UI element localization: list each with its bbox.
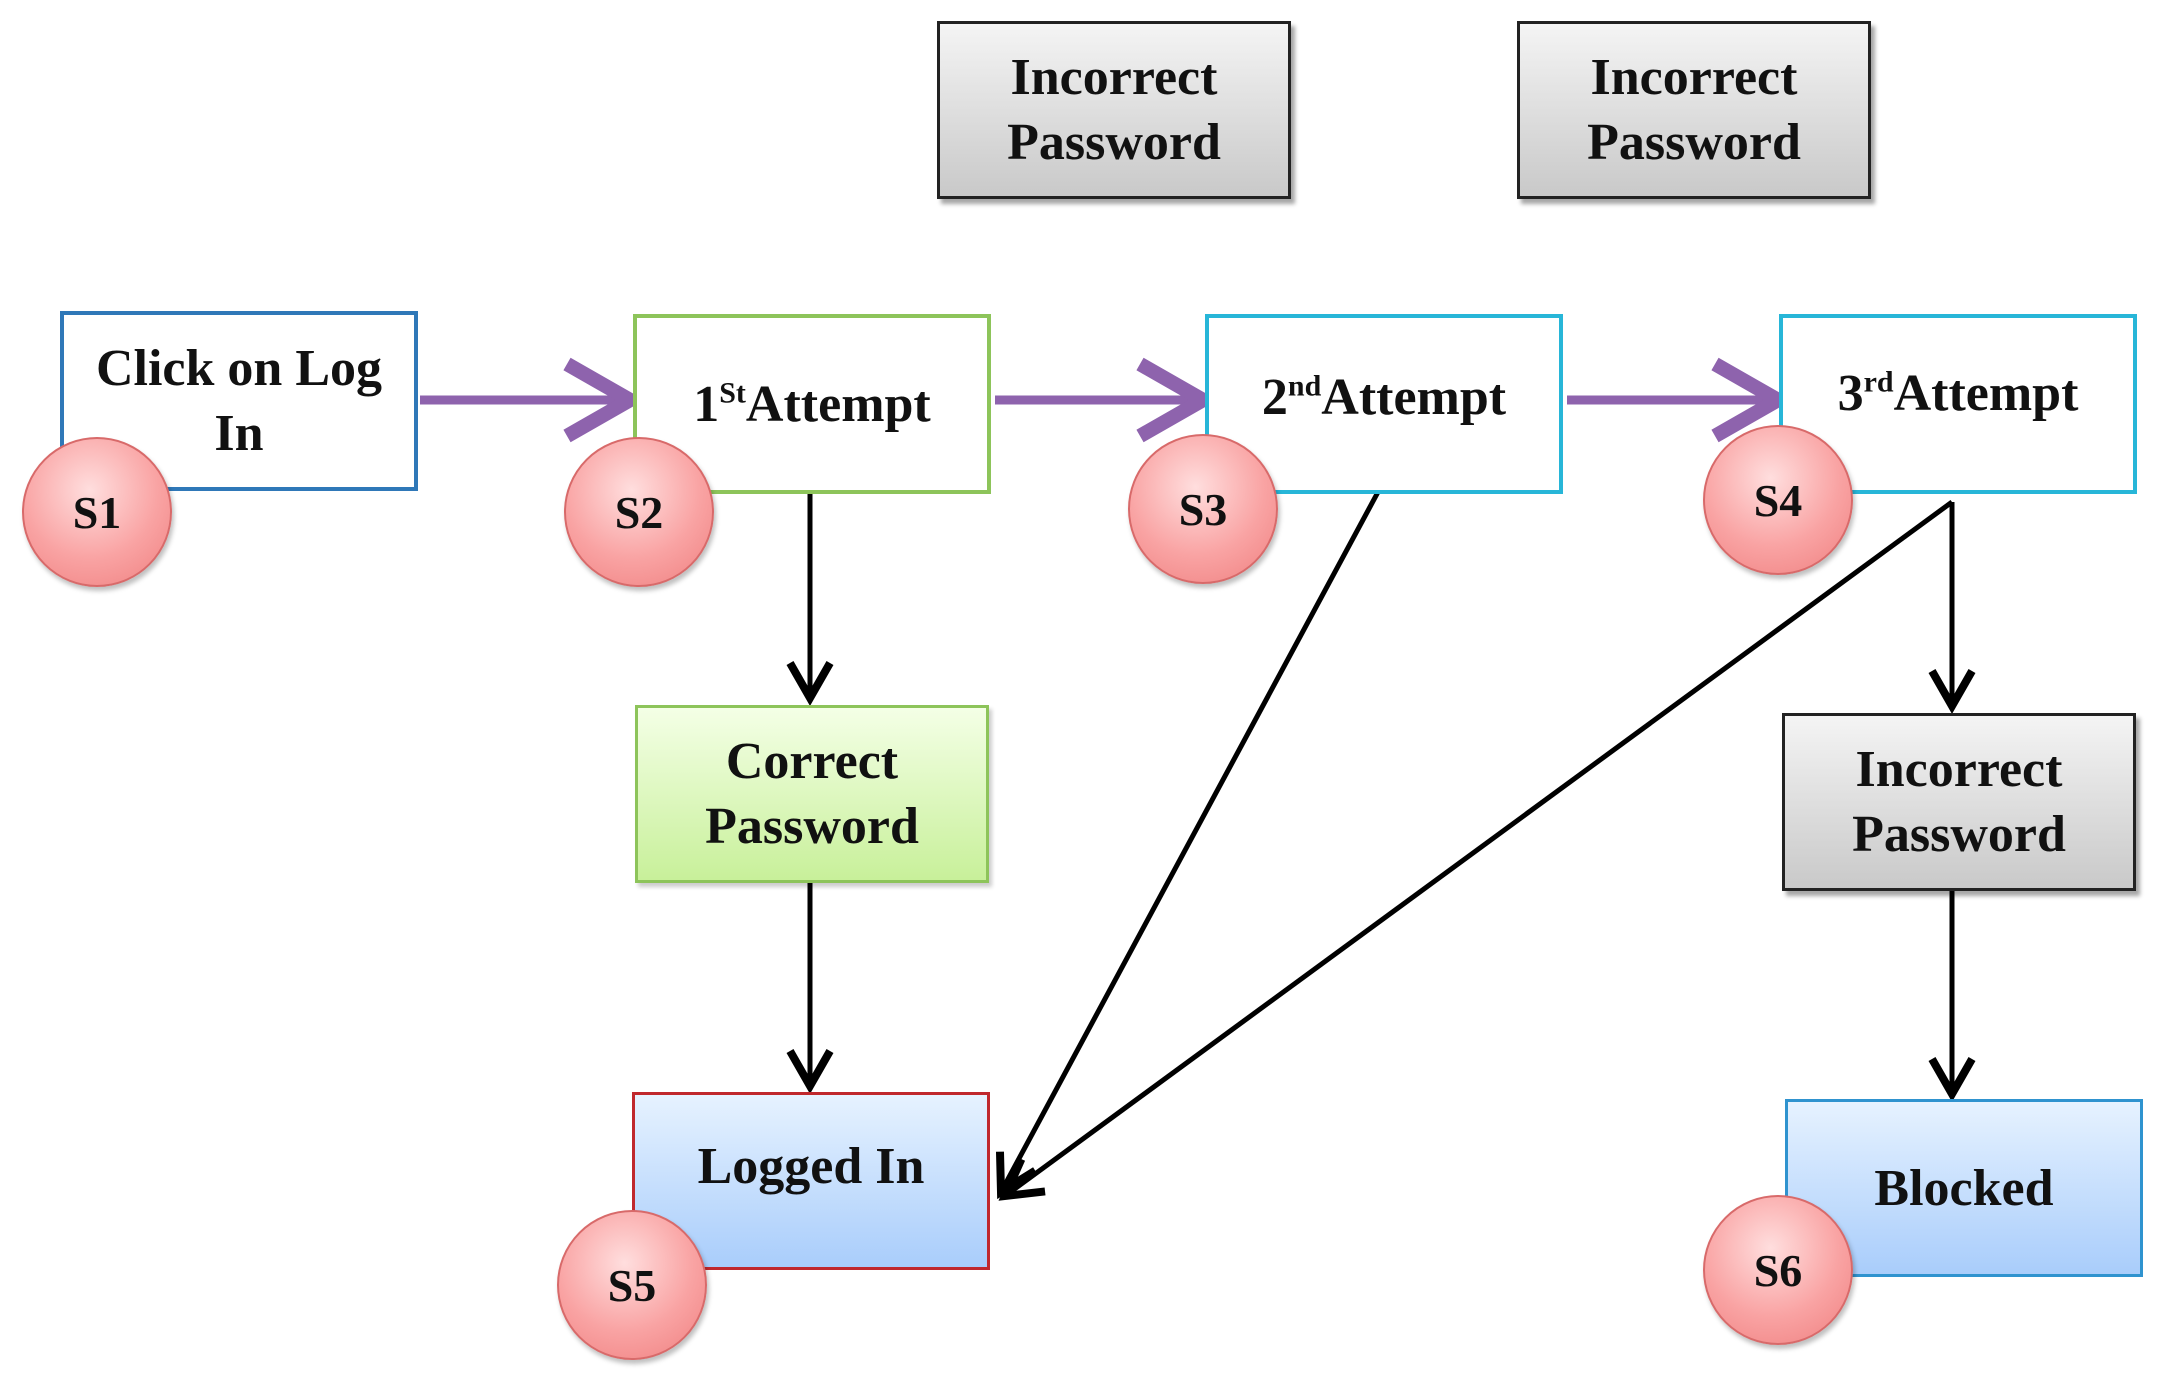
- state-s4-circle: S4: [1703, 425, 1853, 575]
- arrow-attempt3-to-logged-in: [998, 499, 1954, 1201]
- state-s6-circle: S6: [1703, 1195, 1853, 1345]
- blocked-box: Blocked: [1785, 1099, 2143, 1277]
- correct-line1: Correct: [725, 733, 899, 790]
- incorrect-line1: Incorrect: [1855, 741, 2063, 798]
- incorrect-line2: Password: [1007, 114, 1221, 171]
- second-attempt-box: 2ndAttempt: [1205, 314, 1563, 494]
- click-line1: Click on Log: [95, 340, 383, 397]
- blocked-label: Blocked: [1874, 1159, 2054, 1217]
- incorrect-line1: Incorrect: [1590, 49, 1798, 106]
- state-s1-circle: S1: [22, 437, 172, 587]
- state-s5-circle: S5: [557, 1210, 707, 1360]
- state-s3-circle: S3: [1128, 434, 1278, 584]
- incorrect-line1: Incorrect: [1010, 49, 1218, 106]
- logged-in-label: Logged In: [697, 1137, 925, 1195]
- arrow-attempt2-to-logged-in: [995, 490, 1381, 1200]
- state-s2-circle: S2: [564, 437, 714, 587]
- attempt-ordinal-suffix: nd: [1287, 369, 1322, 403]
- attempt-ordinal-suffix: rd: [1863, 365, 1894, 399]
- attempt-label: Attempt: [1893, 364, 2079, 422]
- attempt-label: Attempt: [745, 375, 931, 433]
- incorrect-line2: Password: [1587, 114, 1801, 171]
- attempt-number: 2: [1261, 368, 1288, 426]
- attempt-label: Attempt: [1321, 368, 1507, 426]
- click-line2: In: [214, 405, 264, 462]
- attempt-number: 1: [693, 375, 720, 433]
- incorrect-line2: Password: [1852, 806, 2066, 863]
- attempt-number: 3: [1837, 364, 1864, 422]
- correct-line2: Password: [705, 798, 919, 855]
- attempt-ordinal-suffix: St: [719, 376, 746, 410]
